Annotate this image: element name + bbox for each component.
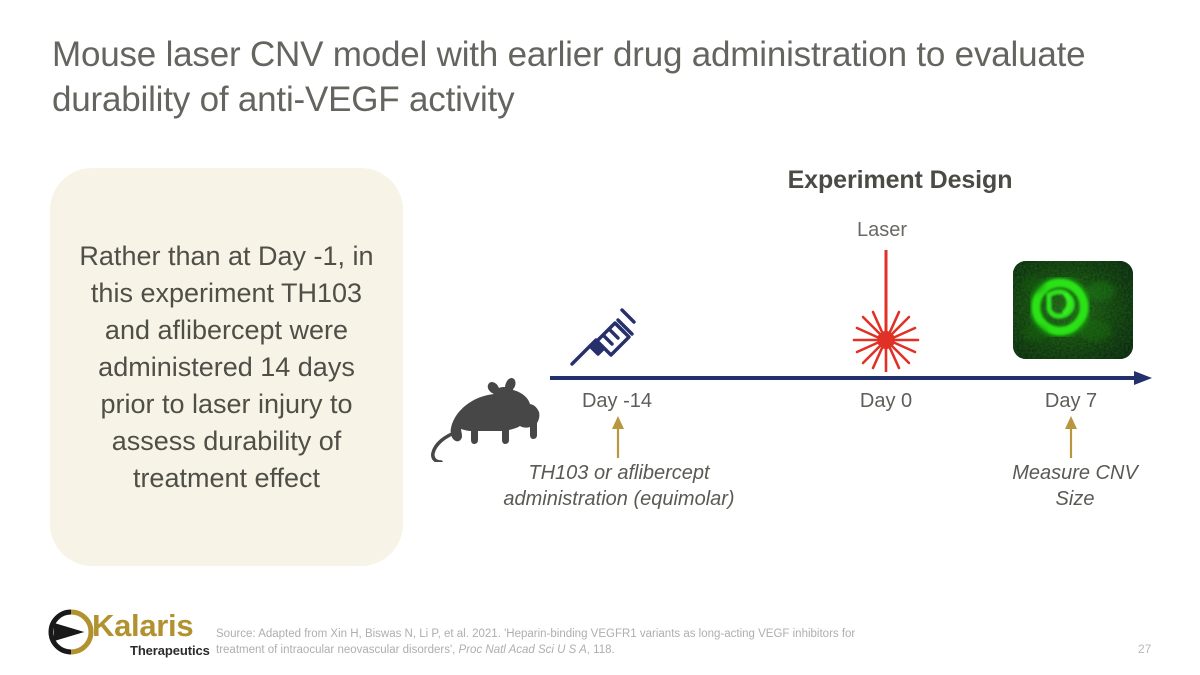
- callout-text: Rather than at Day -1, in this experimen…: [79, 240, 374, 493]
- experiment-design-heading: Experiment Design: [787, 166, 1013, 194]
- source-citation-prefix: Source: Adapted from Xin H, Biswas N, Li…: [216, 628, 856, 656]
- source-citation: Source: Adapted from Xin H, Biswas N, Li…: [216, 626, 856, 658]
- day-label-7: Day 7: [1044, 390, 1098, 412]
- laser-icon: [846, 250, 926, 374]
- source-citation-journal: Proc Natl Acad Sci U S A: [458, 644, 587, 656]
- up-arrow-icon-day-7: [1063, 416, 1079, 458]
- up-arrow-icon-day-14: [610, 416, 626, 458]
- annotation-day-14: TH103 or aflibercept administration (equ…: [503, 462, 735, 510]
- laser-label: Laser: [856, 219, 908, 241]
- annotation-day-7: Measure CNV Size: [1012, 462, 1138, 510]
- page-title: Mouse laser CNV model with earlier drug …: [52, 35, 1086, 119]
- logo-wordmark: Kalaris: [92, 608, 194, 643]
- logo-subtext: Therapeutics: [130, 643, 210, 658]
- source-citation-suffix: , 118.: [586, 644, 615, 656]
- page-number: 27: [1138, 642, 1152, 656]
- kalaris-logo: Kalaris Therapeutics: [48, 607, 218, 659]
- kalaris-logo-mark-icon: [48, 609, 94, 655]
- callout-box: Rather than at Day -1, in this experimen…: [50, 168, 403, 566]
- day-label-minus-14: Day -14: [581, 390, 653, 412]
- syringe-icon: [566, 296, 640, 370]
- day-label-0: Day 0: [859, 390, 913, 412]
- cnv-fluorescence-image: [1013, 261, 1133, 359]
- mouse-silhouette-icon: [418, 368, 558, 464]
- timeline-axis: [550, 370, 1152, 386]
